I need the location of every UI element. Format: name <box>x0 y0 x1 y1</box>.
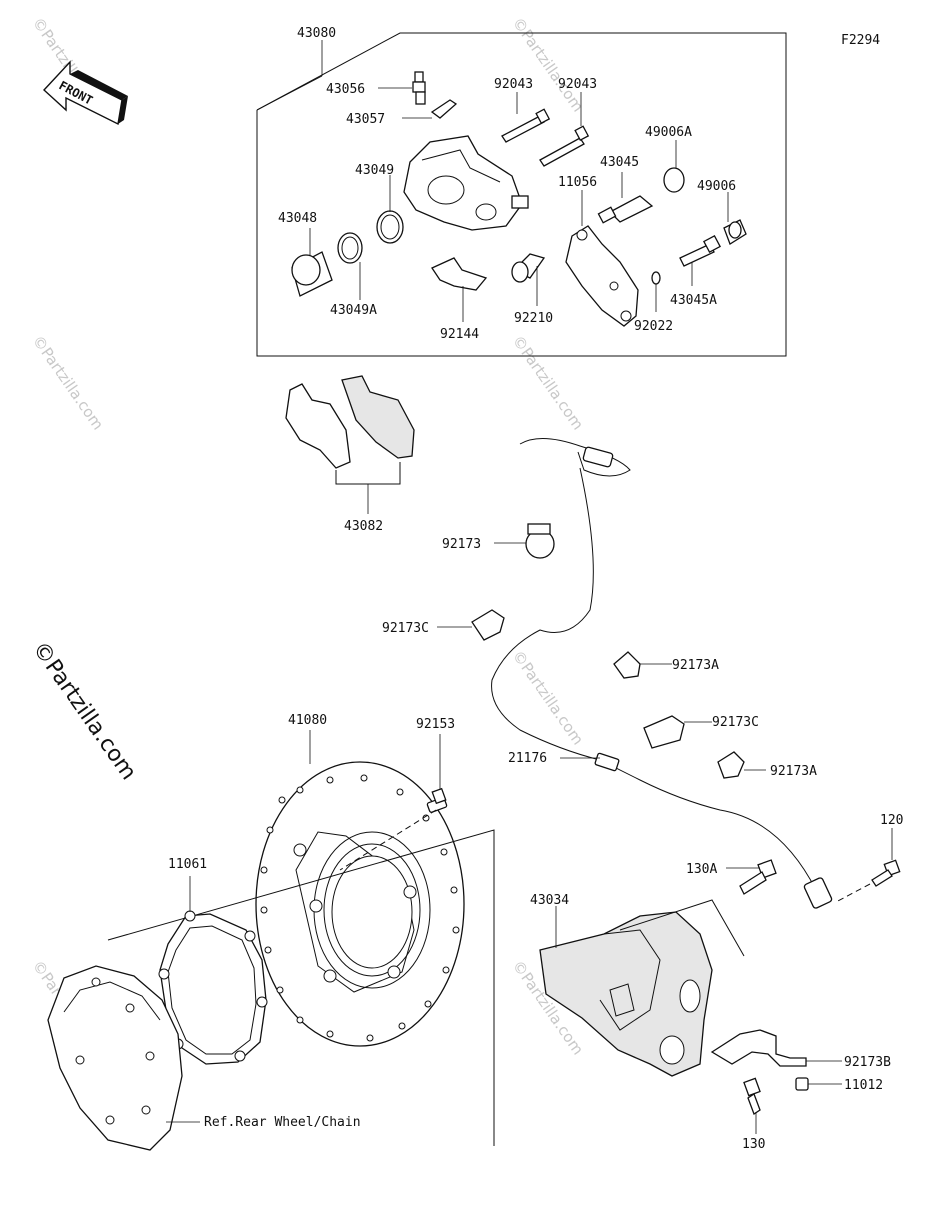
boot-pin <box>723 219 747 245</box>
watermark-primary: ©Partzilla.com <box>27 637 141 785</box>
label-92022: 92022 <box>634 319 673 334</box>
dust-seal <box>337 232 363 264</box>
rear-caliper-bracket <box>539 911 713 1077</box>
label-92043-b: 92043 <box>558 77 597 92</box>
label-43049: 43049 <box>355 163 394 178</box>
hub-coupling <box>47 965 183 1151</box>
sleeve <box>511 253 546 283</box>
clamp <box>525 523 555 559</box>
caliper-bracket <box>565 225 639 327</box>
label-92173b: 92173B <box>844 1055 891 1070</box>
piston-seal <box>376 210 404 244</box>
label-120: 120 <box>880 813 903 828</box>
label-11056: 11056 <box>558 175 597 190</box>
label-43045a: 43045A <box>670 293 717 308</box>
brake-disc <box>255 761 465 1047</box>
label-43080: 43080 <box>297 26 336 41</box>
bracket-bolt-a <box>739 859 777 895</box>
bleeder-valve <box>412 71 426 105</box>
sleeve-pin <box>597 195 654 224</box>
label-92153: 92153 <box>416 717 455 732</box>
label-43082: 43082 <box>344 519 383 534</box>
pad-pins <box>501 108 590 167</box>
label-92144: 92144 <box>440 327 479 342</box>
label-130: 130 <box>742 1137 765 1152</box>
label-92173c-2: 92173C <box>712 715 759 730</box>
disc-bolt <box>426 787 448 813</box>
watermark: ©Partzilla.com <box>509 332 587 433</box>
label-49006a: 49006A <box>645 125 692 140</box>
label-43048: 43048 <box>278 211 317 226</box>
hub-box <box>107 829 495 1146</box>
label-43034: 43034 <box>530 893 569 908</box>
label-43049a: 43049A <box>330 303 377 318</box>
piston <box>291 251 333 297</box>
watermark: ©Partzilla.com <box>509 14 587 115</box>
diagram-code: F2294 <box>841 33 880 48</box>
brake-pads <box>285 375 415 485</box>
clamp-a <box>613 651 641 679</box>
label-92173a-2: 92173A <box>770 764 817 779</box>
sensor-bolt <box>871 859 901 887</box>
label-11061: 11061 <box>168 857 207 872</box>
bracket-bolt <box>743 1077 761 1115</box>
pad-spring <box>431 257 488 291</box>
front-arrow-icon: FRONT <box>43 60 128 126</box>
label-43045: 43045 <box>600 155 639 170</box>
sleeve-bolt <box>679 235 721 267</box>
bracket-guide <box>619 899 745 957</box>
label-130a: 130A <box>686 862 717 877</box>
label-41080: 41080 <box>288 713 327 728</box>
hose-bracket <box>710 1029 807 1067</box>
watermark: ©Partzilla.com <box>509 647 587 748</box>
label-92173a: 92173A <box>672 658 719 673</box>
clamp-a-2 <box>717 751 745 779</box>
reference-note: Ref.Rear Wheel/Chain <box>204 1115 361 1130</box>
clamp-c-2 <box>643 715 685 749</box>
abs-sensor-wire <box>491 438 833 909</box>
label-92043-a: 92043 <box>494 77 533 92</box>
label-43056: 43056 <box>326 82 365 97</box>
clamp-c <box>471 609 505 641</box>
bleeder-cap <box>430 99 458 119</box>
watermark: ©Partzilla.com <box>29 332 107 433</box>
label-49006: 49006 <box>697 179 736 194</box>
dust-boot <box>663 167 685 193</box>
label-92173c: 92173C <box>382 621 429 636</box>
label-21176: 21176 <box>508 751 547 766</box>
washer <box>651 271 661 285</box>
caliper-body <box>403 135 529 231</box>
label-92210: 92210 <box>514 311 553 326</box>
gasket <box>158 910 268 1065</box>
label-11012: 11012 <box>844 1078 883 1093</box>
cap <box>795 1077 809 1091</box>
label-43057: 43057 <box>346 112 385 127</box>
label-92173: 92173 <box>442 537 481 552</box>
caliper-assembly-box <box>256 32 787 357</box>
